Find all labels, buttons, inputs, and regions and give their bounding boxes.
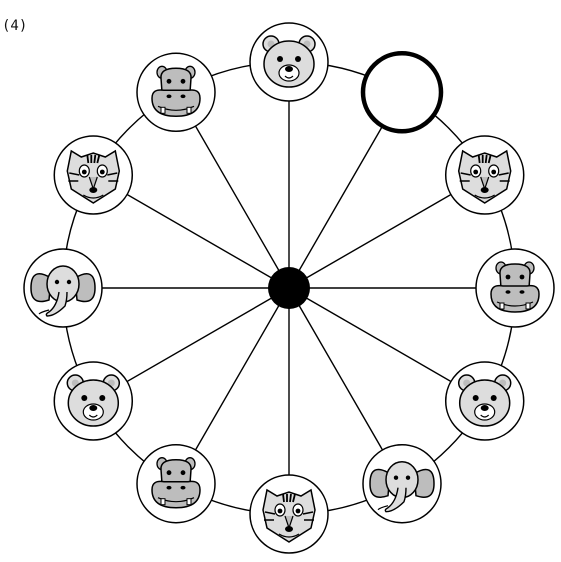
wheel-node-0-bear bbox=[250, 23, 328, 101]
wheel-node-5-elephant bbox=[363, 445, 441, 523]
hippo-face-icon bbox=[152, 458, 200, 508]
bear-face-icon bbox=[67, 375, 119, 426]
center-node bbox=[268, 267, 310, 309]
wheel-node-2-tiger bbox=[446, 136, 524, 214]
blank-answer-circle bbox=[363, 53, 441, 131]
wheel-node-3-hippo bbox=[476, 249, 554, 327]
wheel-node-4-bear bbox=[446, 362, 524, 440]
hippo-face-icon bbox=[491, 262, 539, 312]
bear-face-icon bbox=[459, 375, 511, 426]
wheel-node-9-elephant bbox=[24, 249, 102, 327]
bear-face-icon bbox=[263, 36, 315, 87]
wheel-node-7-hippo bbox=[137, 445, 215, 523]
wheel-node-8-bear bbox=[54, 362, 132, 440]
wheel-node-10-tiger bbox=[54, 136, 132, 214]
wheel-node-1-blank bbox=[363, 53, 441, 131]
wheel-node-6-tiger bbox=[250, 475, 328, 553]
hippo-face-icon bbox=[152, 66, 200, 116]
wheel-node-11-hippo bbox=[137, 53, 215, 131]
problem-number-label: (4) bbox=[2, 18, 27, 34]
